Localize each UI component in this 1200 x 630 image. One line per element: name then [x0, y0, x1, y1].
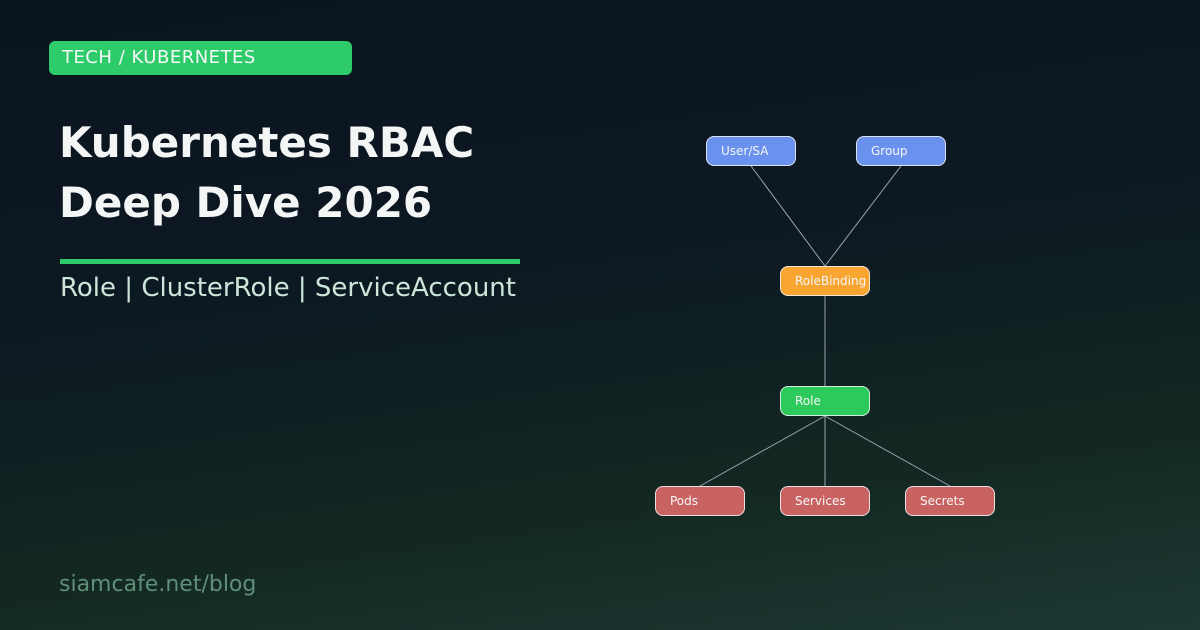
page-title: Kubernetes RBAC Deep Dive 2026	[59, 113, 474, 233]
title-line-1: Kubernetes RBAC	[59, 118, 475, 167]
edge-group-rolebinding	[824, 165, 902, 267]
edge-usersa-rolebinding	[750, 165, 826, 267]
diagram-node-rolebinding: RoleBinding	[780, 266, 870, 296]
accent-divider	[60, 259, 520, 264]
edge-role-secrets	[824, 415, 951, 487]
diagram-node-secrets: Secrets	[905, 486, 995, 516]
edge-role-pods	[699, 415, 826, 487]
footer-url: siamcafe.net/blog	[59, 572, 257, 597]
title-line-2: Deep Dive 2026	[59, 178, 433, 227]
diagram-node-pods: Pods	[655, 486, 745, 516]
subtitle: Role | ClusterRole | ServiceAccount	[60, 273, 516, 303]
diagram-node-group: Group	[856, 136, 946, 166]
diagram-node-user-sa: User/SA	[706, 136, 796, 166]
diagram-node-services: Services	[780, 486, 870, 516]
diagram-node-role: Role	[780, 386, 870, 416]
category-badge: TECH / KUBERNETES	[49, 41, 352, 75]
